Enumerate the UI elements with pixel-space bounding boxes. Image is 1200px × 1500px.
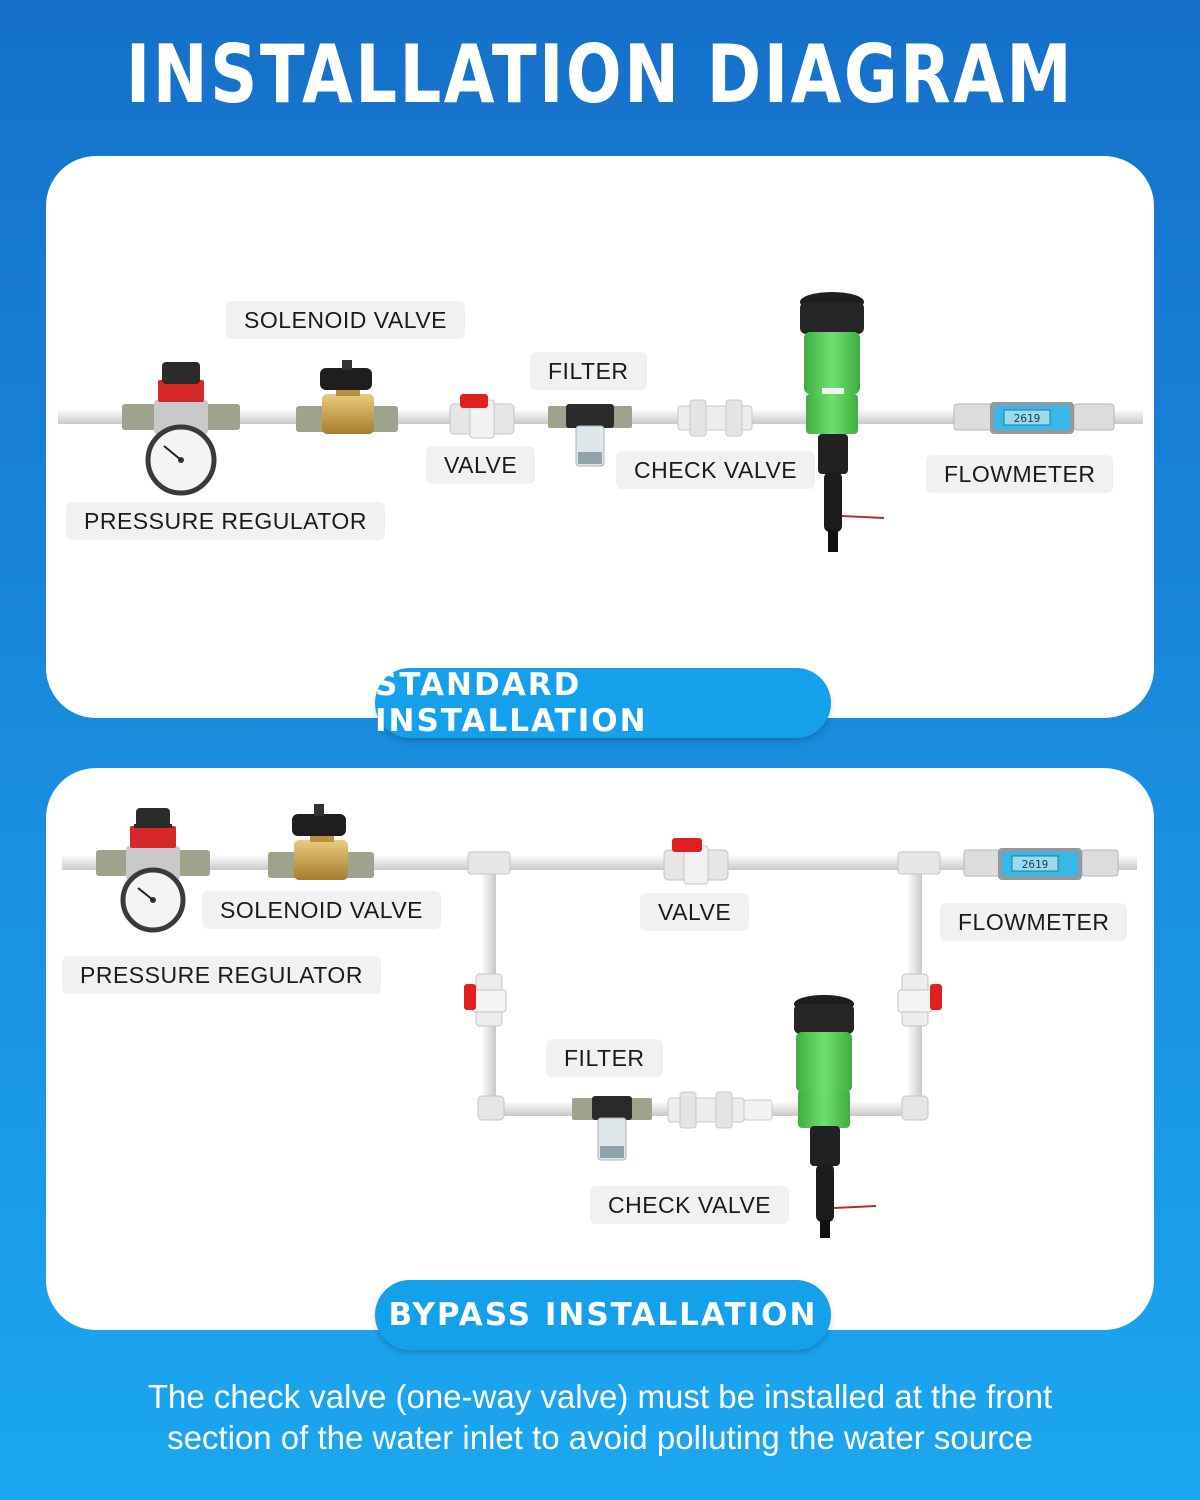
label-filter: FILTER: [546, 1039, 663, 1077]
pressure-regulator-icon: [122, 362, 240, 496]
ball-valve-icon: [663, 838, 729, 885]
bypass-installation-card: 2619: [46, 768, 1154, 1330]
ball-valve-icon: [464, 973, 507, 1027]
label-solenoid-valve: SOLENOID VALVE: [226, 301, 465, 339]
label-flowmeter: FLOWMETER: [926, 455, 1114, 493]
elbow-left: [477, 1095, 505, 1121]
standard-installation-card: 2619 SOLENOID VALVE FILTER VALVE CHECK V…: [46, 156, 1154, 718]
note-line-1: The check valve (one-way valve) must be …: [147, 1378, 1053, 1415]
elbow-right: [901, 1095, 929, 1121]
tee-left: [467, 851, 511, 875]
label-pressure-regulator: PRESSURE REGULATOR: [62, 956, 381, 994]
label-check-valve: CHECK VALVE: [590, 1186, 790, 1224]
flowmeter-icon: 2619: [953, 402, 1115, 434]
dosing-pump-icon: [794, 995, 877, 1238]
standard-installation-diagram: 2619: [58, 292, 1143, 552]
flowmeter-display: 2619: [1014, 412, 1041, 425]
solenoid-valve-icon: [296, 360, 398, 434]
solenoid-valve-icon: [268, 804, 374, 880]
label-pressure-regulator: PRESSURE REGULATOR: [66, 502, 385, 540]
pressure-regulator-icon: [96, 808, 210, 933]
bypass-installation-diagram: 2619: [62, 804, 1137, 1238]
label-solenoid-valve: SOLENOID VALVE: [202, 891, 441, 929]
page-title: INSTALLATION DIAGRAM: [125, 28, 1075, 121]
tee-right: [897, 851, 941, 875]
ball-valve-icon: [897, 973, 942, 1027]
label-check-valve: CHECK VALVE: [616, 451, 816, 489]
installation-note: The check valve (one-way valve) must be …: [0, 1376, 1200, 1458]
bypass-installation-heading: BYPASS INSTALLATION: [375, 1280, 831, 1350]
check-valve-icon: [667, 1091, 773, 1129]
standard-installation-heading: STANDARD INSTALLATION: [375, 667, 831, 739]
label-filter: FILTER: [530, 352, 647, 390]
label-valve: VALVE: [640, 893, 750, 931]
filter-icon: [572, 1096, 652, 1161]
flowmeter-display: 2619: [1022, 858, 1049, 871]
dosing-pump-icon: [800, 292, 885, 552]
note-line-2: section of the water inlet to avoid poll…: [167, 1419, 1033, 1456]
check-valve-icon: [677, 399, 753, 437]
filter-icon: [548, 404, 632, 467]
ball-valve-icon: [449, 394, 515, 439]
flowmeter-icon: 2619: [963, 848, 1119, 880]
label-flowmeter: FLOWMETER: [940, 903, 1128, 941]
label-valve: VALVE: [426, 446, 536, 484]
